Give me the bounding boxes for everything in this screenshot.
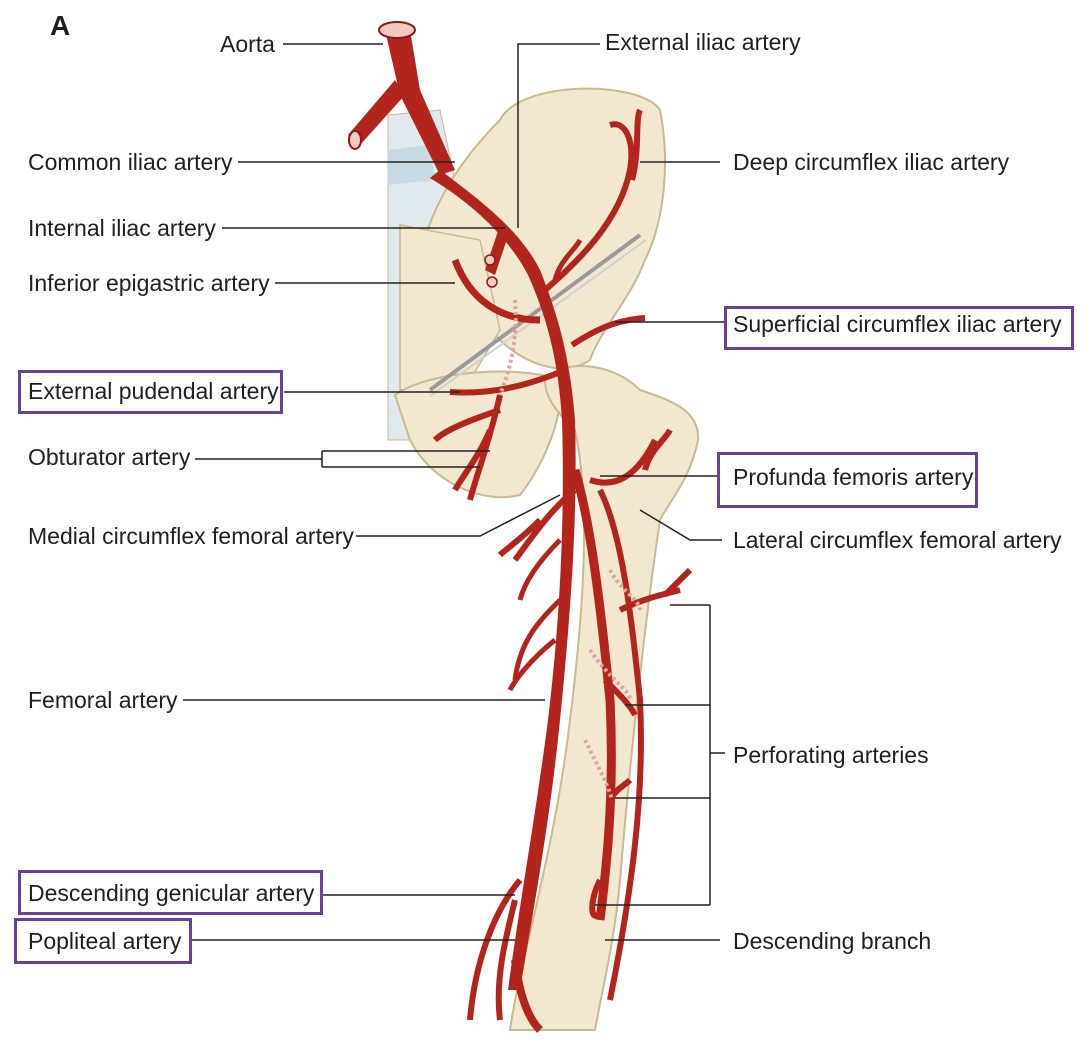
vertebra-disc	[388, 145, 435, 185]
aorta-vessel	[385, 30, 455, 175]
label-external-iliac: External iliac artery	[605, 29, 801, 55]
label-perforating: Perforating arteries	[733, 742, 929, 768]
panel-letter: A	[50, 10, 71, 41]
label-lateral-circumflex-femoral: Lateral circumflex femoral artery	[733, 527, 1062, 553]
highlight-external-pudendal	[18, 370, 283, 414]
superficial-circumflex-vessel	[570, 315, 646, 348]
pubic-bone	[393, 370, 562, 499]
label-femoral: Femoral artery	[28, 687, 178, 713]
label-superficial-circumflex-iliac: Superficial circumflex iliac artery	[733, 311, 1062, 337]
iliac-femoral-vessel	[430, 170, 576, 990]
lateral-circumflex-vessel	[589, 428, 673, 1001]
femur-bone	[508, 365, 700, 1031]
highlight-popliteal	[14, 918, 192, 964]
label-internal-iliac: Internal iliac artery	[28, 215, 216, 241]
highlight-profunda-femoris	[717, 452, 978, 508]
inguinal-ligament	[428, 233, 642, 392]
label-inferior-epigastric: Inferior epigastric artery	[28, 270, 270, 296]
obturator-vessel	[432, 394, 503, 501]
popliteal-vessel	[511, 959, 543, 1033]
external-pudendal-vessel	[449, 367, 567, 396]
highlight-superficial-circumflex	[724, 306, 1074, 350]
medial-circumflex-vessel	[497, 487, 577, 562]
inferior-epigastric-vessel	[451, 258, 541, 324]
label-aorta: Aorta	[220, 31, 275, 57]
label-common-iliac: Common iliac artery	[28, 149, 233, 175]
aorta-cut-branch	[348, 80, 405, 145]
label-obturator: Obturator artery	[28, 444, 191, 470]
deep-circumflex-vessel	[543, 108, 643, 293]
profunda-vessel	[570, 468, 616, 921]
label-popliteal: Popliteal artery	[28, 928, 182, 954]
highlight-descending-genicular	[18, 870, 323, 915]
label-medial-circumflex-femoral: Medial circumflex femoral artery	[28, 523, 354, 549]
label-descending-genicular: Descending genicular artery	[28, 880, 315, 906]
perforating-vessels	[589, 567, 693, 919]
label-profunda-femoris: Profunda femoris artery	[733, 464, 974, 490]
descending-genicular-vessel	[467, 878, 523, 1021]
leader-lines	[183, 43, 725, 941]
label-external-pudendal: External pudendal artery	[28, 378, 279, 404]
sacral-bone	[399, 224, 501, 391]
label-deep-circumflex-iliac: Deep circumflex iliac artery	[733, 149, 1010, 175]
label-descending-branch: Descending branch	[733, 928, 932, 954]
